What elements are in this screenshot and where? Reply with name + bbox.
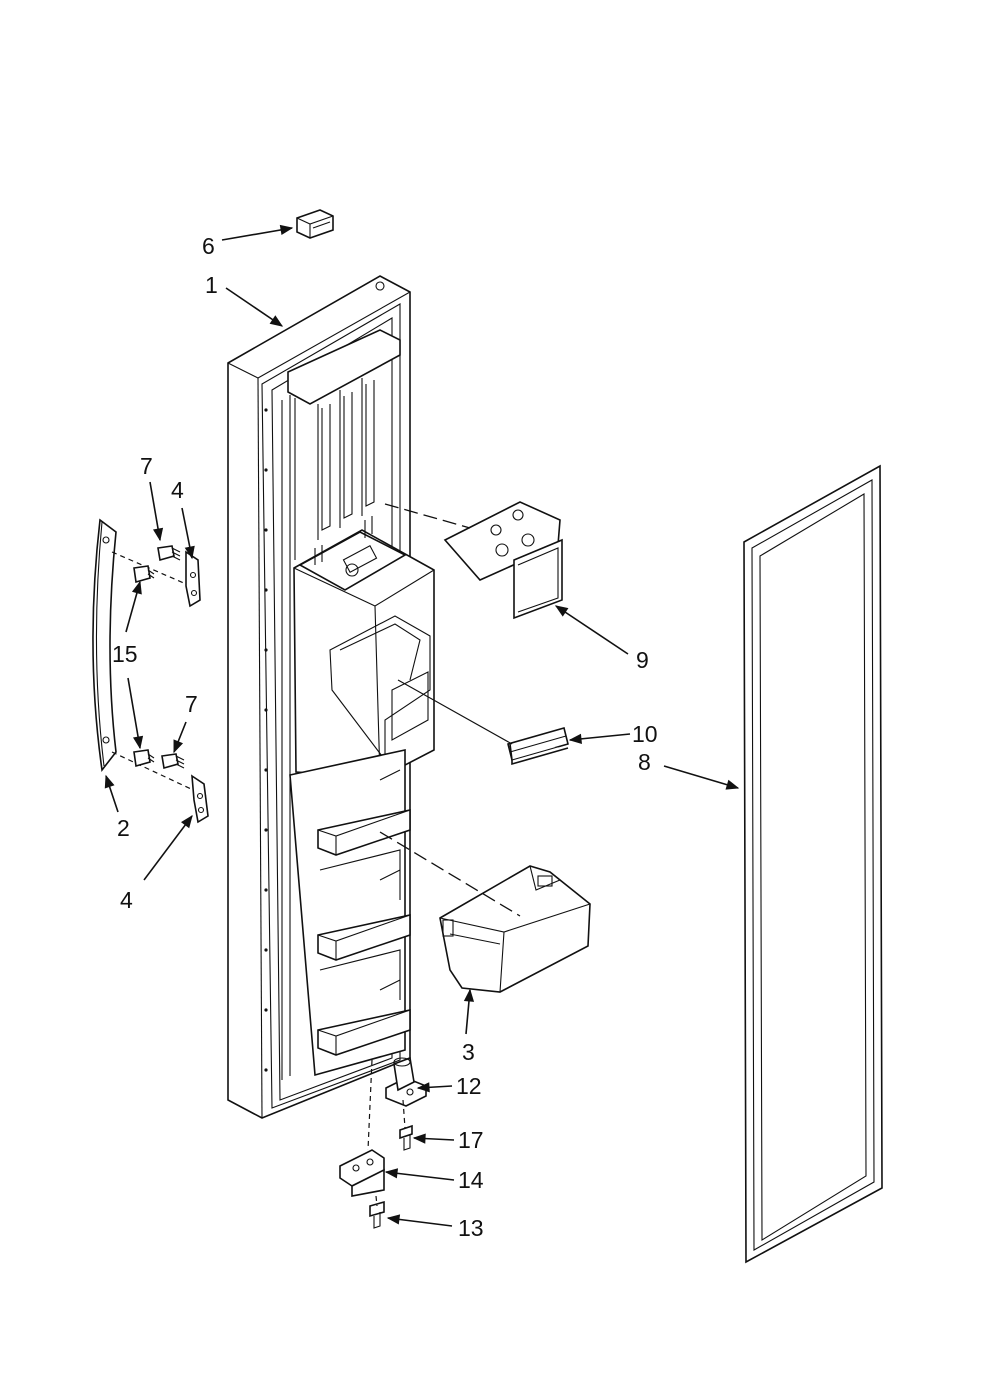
callout-12: 12 [456,1073,482,1099]
door-bin-part [439,865,591,993]
handle-hardware [111,545,209,824]
callout-9: 9 [636,647,649,673]
switch-block-part [296,209,334,239]
callout-13: 13 [458,1215,484,1241]
assembly-lines [367,503,521,1207]
door-panel-part [227,275,435,1119]
callout-6: 6 [202,233,215,259]
callout-labels: 6 1 7 4 15 7 2 4 9 10 8 3 12 17 14 13 [112,233,658,1241]
screw-13-part [369,1200,385,1229]
callout-2: 2 [117,815,130,841]
door-gasket-part [743,464,883,1264]
drip-tray-part [507,727,569,766]
door-edge-holes [264,408,268,1072]
screw-17-part [399,1124,413,1151]
callout-1: 1 [205,272,218,298]
hinge-pin-part [385,1056,427,1107]
callout-7-lower: 7 [185,691,198,717]
callout-3: 3 [462,1039,475,1065]
handle-part [92,518,117,772]
callout-15: 15 [112,641,138,667]
dispenser-plate-part [443,501,563,620]
leader-lines [104,224,740,1227]
hinge-bracket-part [339,1149,385,1197]
callout-10: 10 [632,721,658,747]
callout-8: 8 [638,749,651,775]
callout-4-lower: 4 [120,887,133,913]
callout-17: 17 [458,1127,484,1153]
callout-7-upper: 7 [140,453,153,479]
callout-4-upper: 4 [171,477,184,503]
callout-14: 14 [458,1167,484,1193]
